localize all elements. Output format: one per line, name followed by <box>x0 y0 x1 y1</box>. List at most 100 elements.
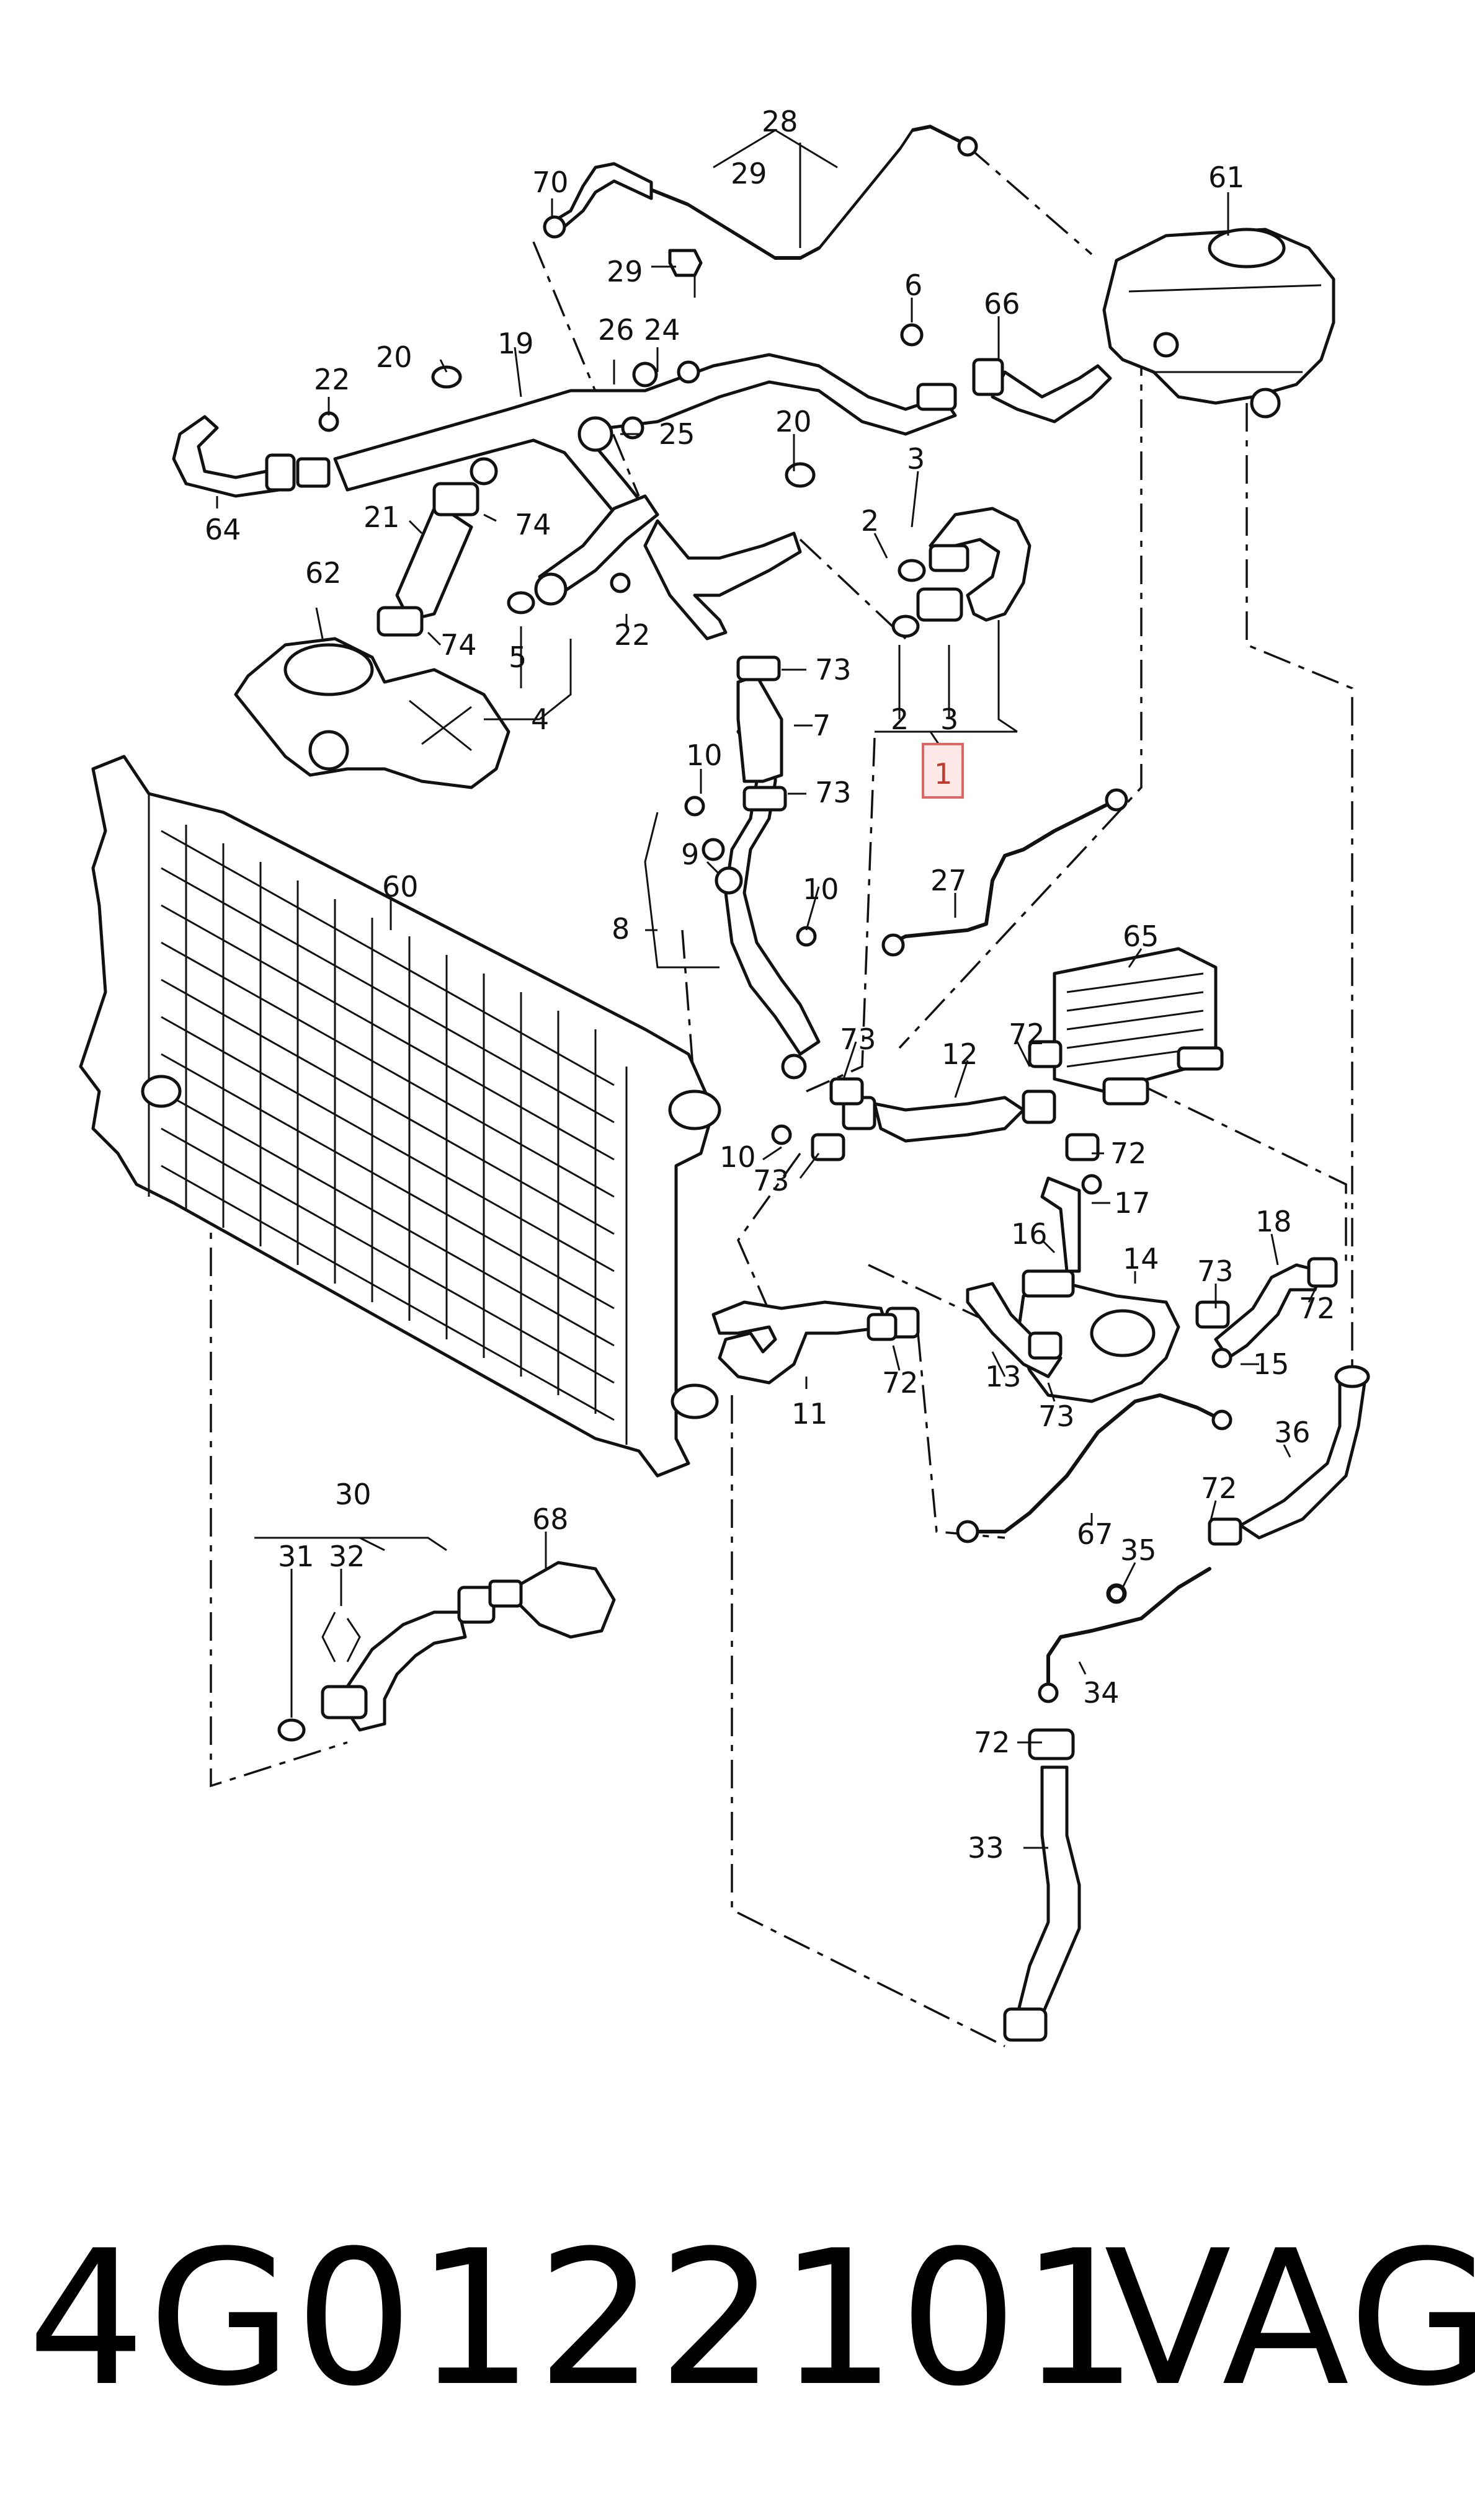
callout-30: 30 <box>335 1478 372 1511</box>
callout-9: 9 <box>681 838 699 871</box>
footer: 4G0122101 VAG <box>0 2207 1475 2456</box>
callout-73: 73 <box>1038 1400 1075 1433</box>
callout-34: 34 <box>1083 1676 1120 1710</box>
callout-4: 4 <box>531 703 549 736</box>
highlight-box-part-1 <box>922 743 964 799</box>
hose-21 <box>377 482 479 637</box>
pipe-67 <box>956 1393 1232 1543</box>
fasteners <box>318 323 1242 1603</box>
callout-73: 73 <box>753 1164 790 1197</box>
callout-25: 25 <box>659 417 695 451</box>
callout-7: 7 <box>813 709 831 742</box>
callout-35: 35 <box>1120 1533 1157 1567</box>
callout-36: 36 <box>1274 1416 1311 1449</box>
callout-64: 64 <box>205 513 241 546</box>
oil-cooler-65 <box>1053 947 1224 1106</box>
pipe-27 <box>881 788 1128 957</box>
hose-18 <box>1214 1257 1338 1360</box>
callout-62: 62 <box>305 556 342 590</box>
callout-27: 27 <box>930 864 967 897</box>
callout-26: 26 <box>598 313 635 347</box>
callout-66: 66 <box>984 287 1020 321</box>
thermostat-housing-62 <box>234 637 510 789</box>
callout-1: 1 <box>934 757 952 791</box>
hose-30 <box>321 1586 496 1732</box>
callout-21: 21 <box>363 500 400 534</box>
radiator-60 <box>79 755 721 1478</box>
o-ring-31 <box>277 1718 306 1742</box>
callout-10: 10 <box>803 872 839 906</box>
part-callouts: 28 29 70 29 61 6 66 26 24 25 19 20 22 64… <box>205 105 1335 1865</box>
hose-assembly-1 <box>916 507 1032 622</box>
hose-33 <box>1003 1728 1081 2042</box>
callout-5: 5 <box>509 641 527 674</box>
callout-6: 6 <box>904 268 922 302</box>
callout-24: 24 <box>644 313 680 347</box>
callout-22: 22 <box>614 618 651 652</box>
coolant-pipe-assembly-8 <box>643 519 821 1080</box>
callout-3: 3 <box>907 442 925 476</box>
callout-20: 20 <box>376 340 412 374</box>
callout-2: 2 <box>891 703 909 736</box>
callout-73: 73 <box>815 653 852 686</box>
callout-72: 72 <box>1009 1018 1045 1051</box>
callout-65: 65 <box>1123 920 1159 953</box>
callout-32: 32 <box>329 1540 365 1573</box>
bracket-16 <box>1040 1176 1081 1273</box>
hose-36 <box>1239 1365 1370 1540</box>
callout-29: 29 <box>607 255 643 288</box>
brand-name: VAG <box>1104 2211 1475 2427</box>
callout-70: 70 <box>532 166 569 199</box>
hose-66 <box>916 358 1112 424</box>
hose-64 <box>172 415 331 498</box>
callout-10: 10 <box>686 739 723 772</box>
callout-11: 11 <box>791 1397 828 1431</box>
callout-68: 68 <box>532 1502 569 1536</box>
callout-60: 60 <box>382 870 419 903</box>
callout-22: 22 <box>314 363 350 396</box>
callout-73: 73 <box>840 1023 876 1056</box>
callout-72: 72 <box>974 1726 1010 1759</box>
callout-74: 74 <box>515 508 551 541</box>
clip-29 <box>668 249 703 298</box>
callout-2: 2 <box>861 504 879 538</box>
callout-31: 31 <box>278 1540 314 1573</box>
callout-61: 61 <box>1208 161 1245 194</box>
overflow-pipe-28 <box>649 123 978 260</box>
callout-72: 72 <box>1299 1292 1335 1325</box>
callout-20: 20 <box>775 405 812 438</box>
callout-29: 29 <box>731 157 767 190</box>
callout-73: 73 <box>1197 1254 1234 1288</box>
callout-15: 15 <box>1253 1347 1290 1381</box>
clip-32 <box>321 1612 361 1662</box>
callout-33: 33 <box>968 1831 1004 1865</box>
callout-72: 72 <box>882 1366 919 1400</box>
callout-19: 19 <box>497 327 534 360</box>
hose-section-70 <box>543 162 653 239</box>
connector-pipe-4 <box>534 494 659 606</box>
callout-12: 12 <box>942 1037 978 1071</box>
callout-8: 8 <box>612 912 630 946</box>
hose-12 <box>842 1089 1056 1143</box>
callout-72: 72 <box>1201 1471 1237 1505</box>
callout-28: 28 <box>762 105 798 138</box>
radiator-fins <box>161 825 615 1421</box>
expansion-tank-61 <box>1102 228 1335 419</box>
callout-74: 74 <box>440 628 477 662</box>
callout-17: 17 <box>1114 1186 1151 1220</box>
leader-lines <box>216 129 1316 1849</box>
cooling-system-exploded-diagram: 28 29 70 29 61 6 66 26 24 25 19 20 22 64… <box>79 105 1370 2048</box>
flange-68 <box>488 1561 616 1639</box>
callout-67: 67 <box>1077 1517 1113 1551</box>
assembly-guide-lines <box>210 145 1353 2048</box>
callout-16: 16 <box>1011 1217 1048 1251</box>
callout-3: 3 <box>940 703 958 736</box>
callout-14: 14 <box>1123 1242 1159 1276</box>
callout-18: 18 <box>1255 1205 1292 1238</box>
callout-72: 72 <box>1110 1137 1147 1170</box>
callout-73: 73 <box>815 776 852 809</box>
callout-10: 10 <box>720 1140 756 1174</box>
upper-coolant-pipe-19 <box>333 353 957 529</box>
callout-13: 13 <box>985 1360 1022 1393</box>
hose-7 <box>736 655 787 812</box>
